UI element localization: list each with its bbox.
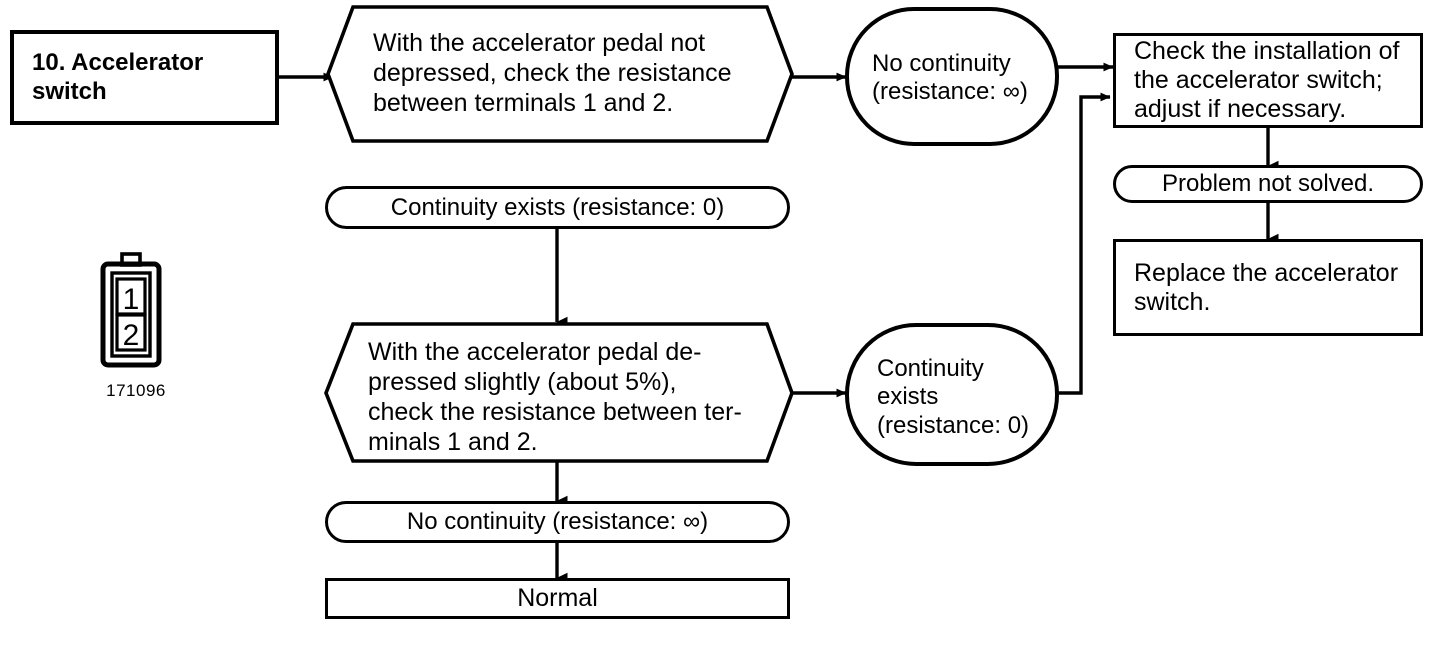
action-check-installation-label: Check the installation of the accelerato… [1134, 37, 1400, 123]
result-continuity-exists-1[interactable]: Continuity exists (resistance: 0) [325, 186, 790, 229]
step-check-2[interactable]: With the accelerator pedal de- pressed s… [323, 321, 795, 464]
two-pin-connector-icon: 1 2 [98, 252, 164, 370]
step-check-1-label: With the accelerator pedal not depressed… [373, 29, 732, 117]
action-normal[interactable]: Normal [325, 578, 790, 619]
svg-text:2: 2 [123, 319, 140, 352]
result-no-continuity-2[interactable]: No continuity (resistance: ∞) [325, 501, 790, 543]
action-replace-switch-label: Replace the accelerator switch. [1134, 258, 1399, 316]
result-continuity-exists-2-label: Continuity exists (resistance: 0) [877, 355, 1030, 439]
svg-text:1: 1 [123, 283, 140, 316]
result-no-continuity-1[interactable]: No continuity (resistance: ∞) [844, 6, 1060, 147]
title-block-label: 10. Accelerator switch [32, 49, 204, 105]
action-replace-switch[interactable]: Replace the accelerator switch. [1113, 239, 1423, 336]
action-problem-not-solved[interactable]: Problem not solved. [1113, 165, 1423, 203]
result-continuity-exists-1-label: Continuity exists (resistance: 0) [390, 193, 725, 221]
title-block-accelerator-switch[interactable]: 10. Accelerator switch [10, 30, 279, 125]
step-check-2-label: With the accelerator pedal de- pressed s… [368, 338, 742, 456]
action-normal-label: Normal [517, 584, 598, 612]
action-check-installation[interactable]: Check the installation of the accelerato… [1113, 33, 1423, 128]
result-no-continuity-1-label: No continuity (resistance: ∞) [872, 50, 1028, 106]
result-continuity-exists-2[interactable]: Continuity exists (resistance: 0) [844, 322, 1060, 467]
action-problem-not-solved-label: Problem not solved. [1161, 170, 1375, 198]
result-no-continuity-2-label: No continuity (resistance: ∞) [406, 508, 709, 536]
step-check-1[interactable]: With the accelerator pedal not depressed… [325, 4, 795, 144]
connector-part-number: 171096 [106, 381, 166, 400]
